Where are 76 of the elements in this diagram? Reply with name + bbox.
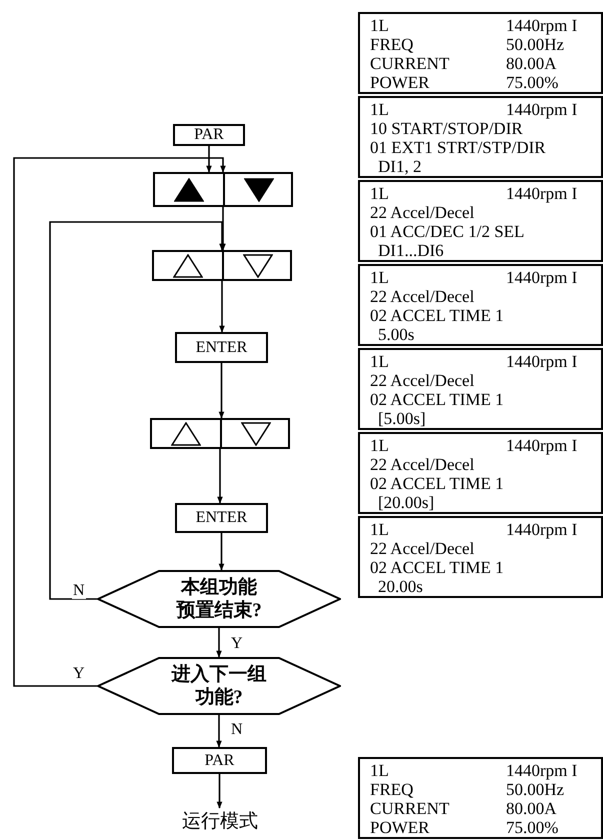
key-box: ENTER (175, 332, 268, 363)
arrow (218, 533, 224, 571)
display-panel (358, 96, 603, 178)
display-text: 1440rpm I (506, 436, 578, 455)
display-text: POWER (370, 73, 430, 92)
display-text: 1440rpm I (506, 16, 578, 35)
arrow (218, 363, 224, 419)
display-text: 22 Accel/Decel (370, 539, 474, 558)
display-text: 75.00% (506, 73, 558, 92)
display-text: 1440rpm I (506, 100, 578, 119)
display-text: 1440rpm I (506, 268, 578, 287)
display-text: 80.00A (506, 799, 557, 818)
arrow (216, 628, 222, 658)
display-text: FREQ (370, 780, 414, 799)
display-text: 50.00Hz (506, 35, 564, 54)
display-text: 1440rpm I (506, 761, 578, 780)
display-panel (358, 757, 603, 839)
display-text: 1L (370, 100, 389, 119)
display-panel (358, 348, 603, 430)
display-text: 22 Accel/Decel (370, 371, 474, 390)
display-text: 1L (370, 268, 389, 287)
arrow (206, 146, 212, 173)
display-text: 22 Accel/Decel (370, 455, 474, 474)
arrow (13, 157, 226, 687)
display-text: 1L (370, 436, 389, 455)
decision-text: 本组功能预置结束? (175, 576, 263, 622)
display-text: 01 ACC/DEC 1/2 SEL (370, 222, 524, 241)
key-box: ENTER (175, 503, 268, 533)
arrow (49, 221, 225, 600)
key-box: PAR (173, 124, 245, 146)
display-text: 50.00Hz (506, 780, 564, 799)
display-text: 1440rpm I (506, 352, 578, 371)
display-text: 1L (370, 352, 389, 371)
display-text: 20.00s (377, 577, 423, 596)
display-text: DI1, 2 (377, 157, 422, 176)
display-text: 10 START/STOP/DIR (370, 119, 523, 138)
display-text: 22 Accel/Decel (370, 287, 474, 306)
display-panel (358, 516, 603, 598)
display-text: 1440rpm I (506, 520, 578, 539)
display-text: 22 Accel/Decel (370, 203, 474, 222)
arrow (219, 281, 225, 333)
display-text: 1440rpm I (506, 184, 578, 203)
arrow (217, 449, 223, 504)
display-panel (358, 12, 603, 94)
display-text: 1L (370, 520, 389, 539)
display-panel (358, 432, 603, 514)
end-text: 运行模式 (182, 810, 258, 834)
arrow (216, 715, 222, 748)
display-text: 1L (370, 761, 389, 780)
display-text: DI1...DI6 (377, 241, 444, 260)
display-text: 01 EXT1 STRT/STP/DIR (370, 138, 546, 157)
display-text: CURRENT (370, 799, 450, 818)
display-text: 02 ACCEL TIME 1 (370, 558, 504, 577)
display-text: 02 ACCEL TIME 1 (370, 306, 504, 325)
arrow-keys-box (152, 250, 292, 281)
display-text: 1L (370, 184, 389, 203)
display-text: 80.00A (506, 54, 557, 73)
arrow (220, 207, 226, 251)
display-text: POWER (370, 818, 430, 837)
arrow-keys-box (150, 418, 290, 449)
display-text: 75.00% (506, 818, 558, 837)
display-text: 02 ACCEL TIME 1 (370, 474, 504, 493)
decision-text: 进入下一组功能? (170, 663, 268, 709)
arrow-keys-box (153, 172, 293, 207)
arrow (216, 774, 222, 809)
display-text: [20.00s] (377, 493, 434, 512)
display-text: [5.00s] (377, 409, 426, 428)
display-text: CURRENT (370, 54, 450, 73)
display-text: 5.00s (377, 325, 414, 344)
display-panel (358, 264, 603, 346)
edge-label: N (72, 583, 86, 599)
display-text: 1L (370, 16, 389, 35)
display-text: 02 ACCEL TIME 1 (370, 390, 504, 409)
display-text: FREQ (370, 35, 414, 54)
display-panel (358, 180, 603, 262)
key-box: PAR (172, 747, 267, 774)
